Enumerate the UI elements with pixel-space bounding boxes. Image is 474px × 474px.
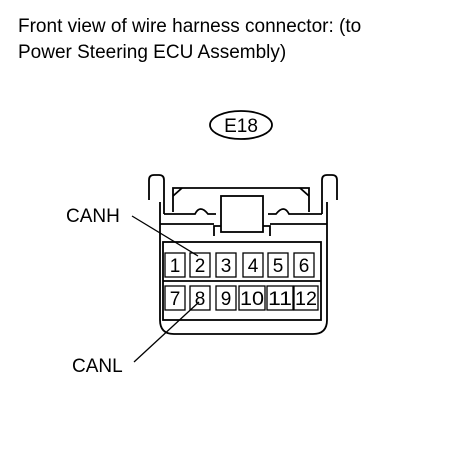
- left-latch-post: [148, 174, 165, 214]
- lock-tab-base: [213, 225, 271, 236]
- pin-cavity: [266, 285, 294, 311]
- connector-code-text: E18: [224, 116, 258, 137]
- pin-cavity: [164, 285, 186, 311]
- pin-number: 8: [195, 289, 206, 310]
- pin-cavity: [293, 252, 315, 278]
- connector-code-oval: [209, 110, 273, 140]
- right-shoulder: [268, 208, 322, 215]
- pin-row-bottom: 7 8 9 10 11 12: [164, 285, 319, 311]
- housing-outline: [159, 202, 328, 335]
- diagram-caption: Front view of wire harness connector: (t…: [18, 14, 361, 66]
- caption-line-2: Power Steering ECU Assembly): [18, 42, 287, 63]
- canh-label: CANH: [66, 206, 120, 227]
- canh-callout: CANH: [66, 206, 199, 257]
- pin-cavity: [242, 252, 264, 278]
- pin-row-top: 1 2 3 4 5 6: [164, 252, 315, 278]
- pin-number: 9: [221, 289, 232, 310]
- pin-number: 10: [240, 289, 264, 310]
- canl-callout: CANL: [72, 301, 200, 377]
- pin-cavity: [164, 252, 186, 278]
- pin-cavity: [267, 252, 289, 278]
- connector-housing: [148, 174, 338, 335]
- connector-code-badge: E18: [209, 110, 273, 140]
- pin-cavity: [215, 285, 237, 311]
- pin-number: 4: [248, 256, 259, 277]
- pin-cavity: [189, 285, 211, 311]
- hood-left-side: [172, 187, 183, 197]
- lock-tab: [220, 195, 264, 233]
- pin-number: 7: [170, 289, 181, 310]
- canh-leader-line: [131, 215, 199, 257]
- pin-number: 6: [299, 256, 310, 277]
- pin-number: 2: [195, 256, 206, 277]
- pin-number: 3: [221, 256, 232, 277]
- pin-number: 5: [273, 256, 284, 277]
- pin-number: 11: [268, 289, 292, 310]
- left-shoulder: [164, 208, 216, 215]
- pin-cavity: [293, 285, 319, 311]
- canl-leader-line: [133, 301, 200, 363]
- right-latch-post: [321, 174, 338, 214]
- pin-number: 12: [295, 289, 317, 310]
- caption-line-1: Front view of wire harness connector: (t…: [18, 16, 362, 37]
- pin-number: 1: [170, 256, 181, 277]
- pin-cavity: [238, 285, 266, 311]
- pin-cavity: [189, 252, 211, 278]
- pin-cavity: [215, 252, 237, 278]
- canl-label: CANL: [72, 356, 123, 377]
- hood-right-side: [299, 187, 310, 197]
- locking-hood: [172, 187, 310, 212]
